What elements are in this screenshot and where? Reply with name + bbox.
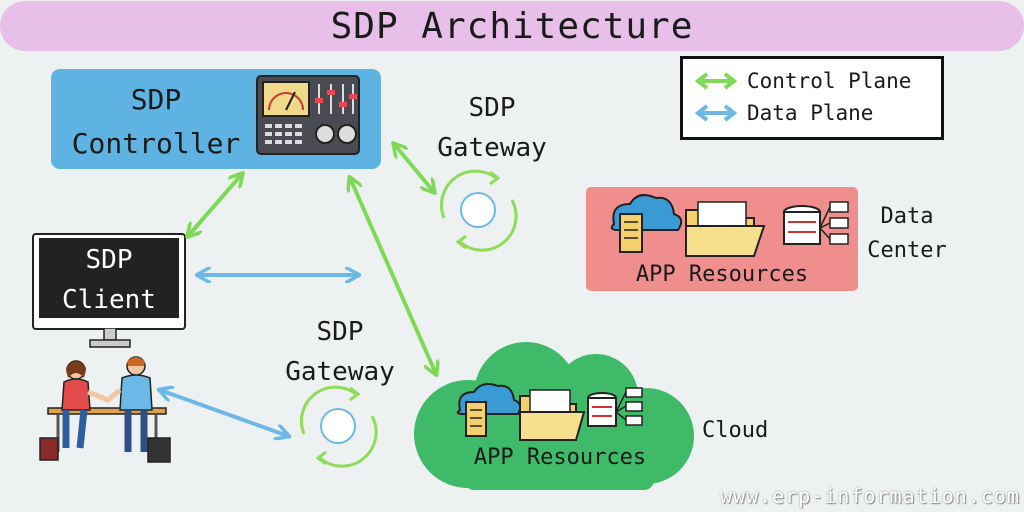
sdp-controller-label: SDP Controller bbox=[56, 78, 256, 166]
control-arrow-controller-gateway bbox=[394, 144, 434, 192]
gateway-bottom-sync-icon bbox=[299, 385, 378, 468]
people-meeting-icon bbox=[39, 356, 171, 463]
double-arrow-blue-icon bbox=[694, 104, 738, 122]
legend: Control Plane Data Plane bbox=[680, 56, 944, 140]
control-arrow-controller-client bbox=[188, 174, 242, 236]
cloud-app-resources: APP Resources bbox=[473, 445, 647, 470]
control-arrow-controller-cloud bbox=[350, 178, 436, 374]
client-line2: Client bbox=[62, 285, 156, 315]
data-center-app-resources: APP Resources bbox=[635, 262, 809, 287]
data-center-line2: Center bbox=[867, 238, 947, 263]
data-center-line1: Data bbox=[880, 204, 934, 229]
title-banner: SDP Architecture bbox=[0, 1, 1024, 51]
client-line1: SDP bbox=[85, 245, 133, 275]
gateway-top-sync-icon bbox=[439, 169, 518, 252]
gateway-top-line2: Gateway bbox=[437, 133, 547, 163]
gateway-top-line1: SDP bbox=[468, 93, 516, 123]
cloud-resources-icons bbox=[456, 383, 643, 441]
cloud-label: Cloud bbox=[702, 418, 769, 443]
sdp-gateway-top-label: SDP Gateway bbox=[422, 88, 562, 168]
website-watermark: www.erp-information.com bbox=[720, 484, 1020, 508]
data-center-label: Data Center bbox=[862, 200, 952, 268]
monitor-screen bbox=[39, 238, 179, 318]
double-arrow-green-icon bbox=[694, 72, 738, 90]
controller-line1: SDP bbox=[130, 83, 182, 116]
monitor-stand-icon bbox=[89, 328, 131, 348]
legend-data-plane-label: Data Plane bbox=[747, 101, 874, 125]
data-center-resources-icons bbox=[610, 194, 849, 257]
sdp-client-label: SDP Client bbox=[39, 240, 179, 320]
control-panel-icon bbox=[256, 75, 360, 155]
legend-data-plane: Data Plane bbox=[693, 101, 873, 125]
legend-control-plane-label: Control Plane bbox=[747, 69, 912, 93]
diagram-title: SDP Architecture bbox=[330, 5, 694, 47]
controller-line2: Controller bbox=[71, 127, 241, 160]
legend-control-plane: Control Plane bbox=[693, 69, 911, 93]
data-arrow-client-bottom-gateway bbox=[160, 390, 288, 436]
